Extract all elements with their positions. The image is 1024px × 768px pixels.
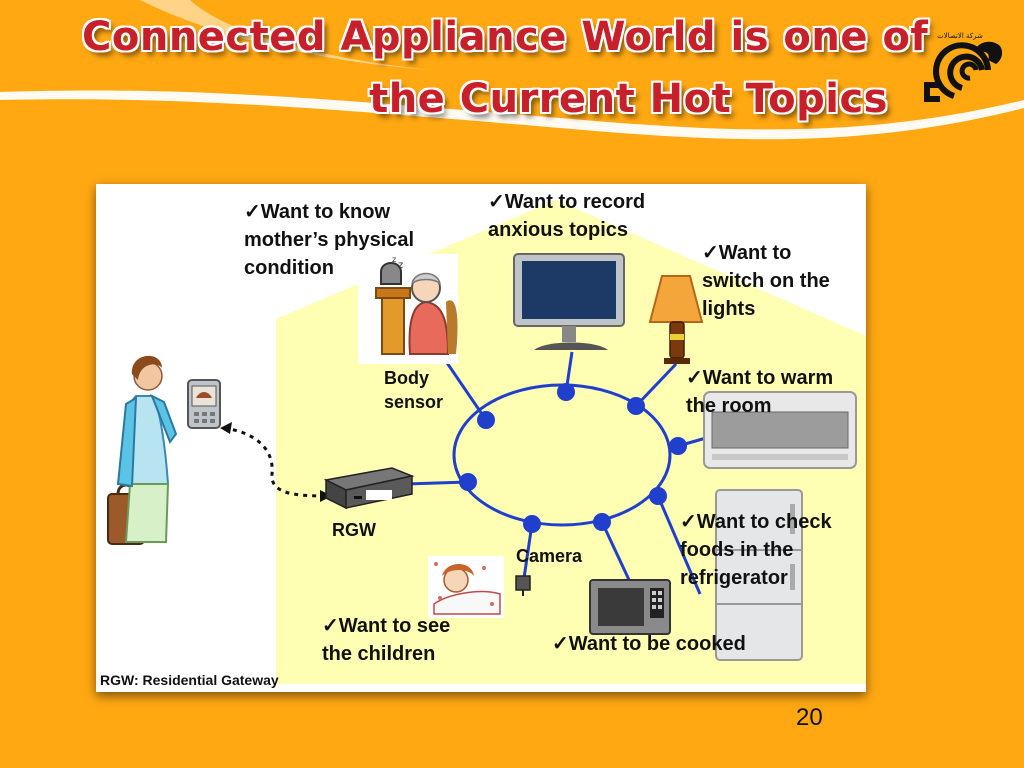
camera-label: Camera — [516, 546, 583, 566]
rgw-footnote: RGW: Residential Gateway — [100, 672, 279, 688]
residential-gateway-icon — [323, 467, 415, 510]
air-conditioner-icon — [703, 391, 857, 469]
camera-icon — [515, 575, 531, 596]
want-warm-room-label: ✓Want to warm the room — [686, 367, 834, 417]
refrigerator-icon — [715, 489, 803, 661]
diagram-panel: z z — [96, 184, 866, 692]
want-check-fridge-label: ✓Want to check foods in the refrigerator — [680, 511, 832, 589]
want-record-topics-label: ✓Want to record anxious topics — [488, 191, 646, 241]
link-arrow-left — [220, 422, 232, 434]
slide-title-line1: Connected Appliance World is one of — [82, 14, 929, 60]
svg-text:z: z — [398, 260, 403, 271]
wireless-link — [223, 426, 327, 498]
want-know-mother-label: ✓Want to know mother’s physical conditio… — [244, 201, 415, 279]
lamp-icon — [648, 275, 704, 364]
sleeping-child-icon — [428, 556, 504, 618]
diagram-canvas: z z — [107, 200, 866, 684]
page-number: 20 — [796, 704, 823, 731]
tv-monitor-icon — [513, 253, 625, 350]
slide-title-line2: the Current Hot Topics — [369, 76, 888, 122]
microwave-icon — [589, 579, 671, 635]
grandmother-icon: z z — [358, 254, 458, 364]
want-cooked-label: ✓Want to be cooked — [552, 633, 746, 655]
title-swoosh — [0, 0, 1024, 140]
logo-text: شركة الاتصالات — [937, 32, 983, 40]
want-see-children-label: ✓Want to see the children — [322, 615, 451, 665]
woman-with-phone-icon — [107, 355, 221, 545]
body-sensor-label: Body sensor — [384, 368, 444, 412]
company-logo-icon: شركة الاتصالات — [924, 32, 1003, 102]
svg-text:z: z — [392, 255, 396, 264]
rgw-label: RGW — [332, 520, 376, 540]
want-lights-label: ✓Want to switch on the lights — [702, 242, 830, 320]
